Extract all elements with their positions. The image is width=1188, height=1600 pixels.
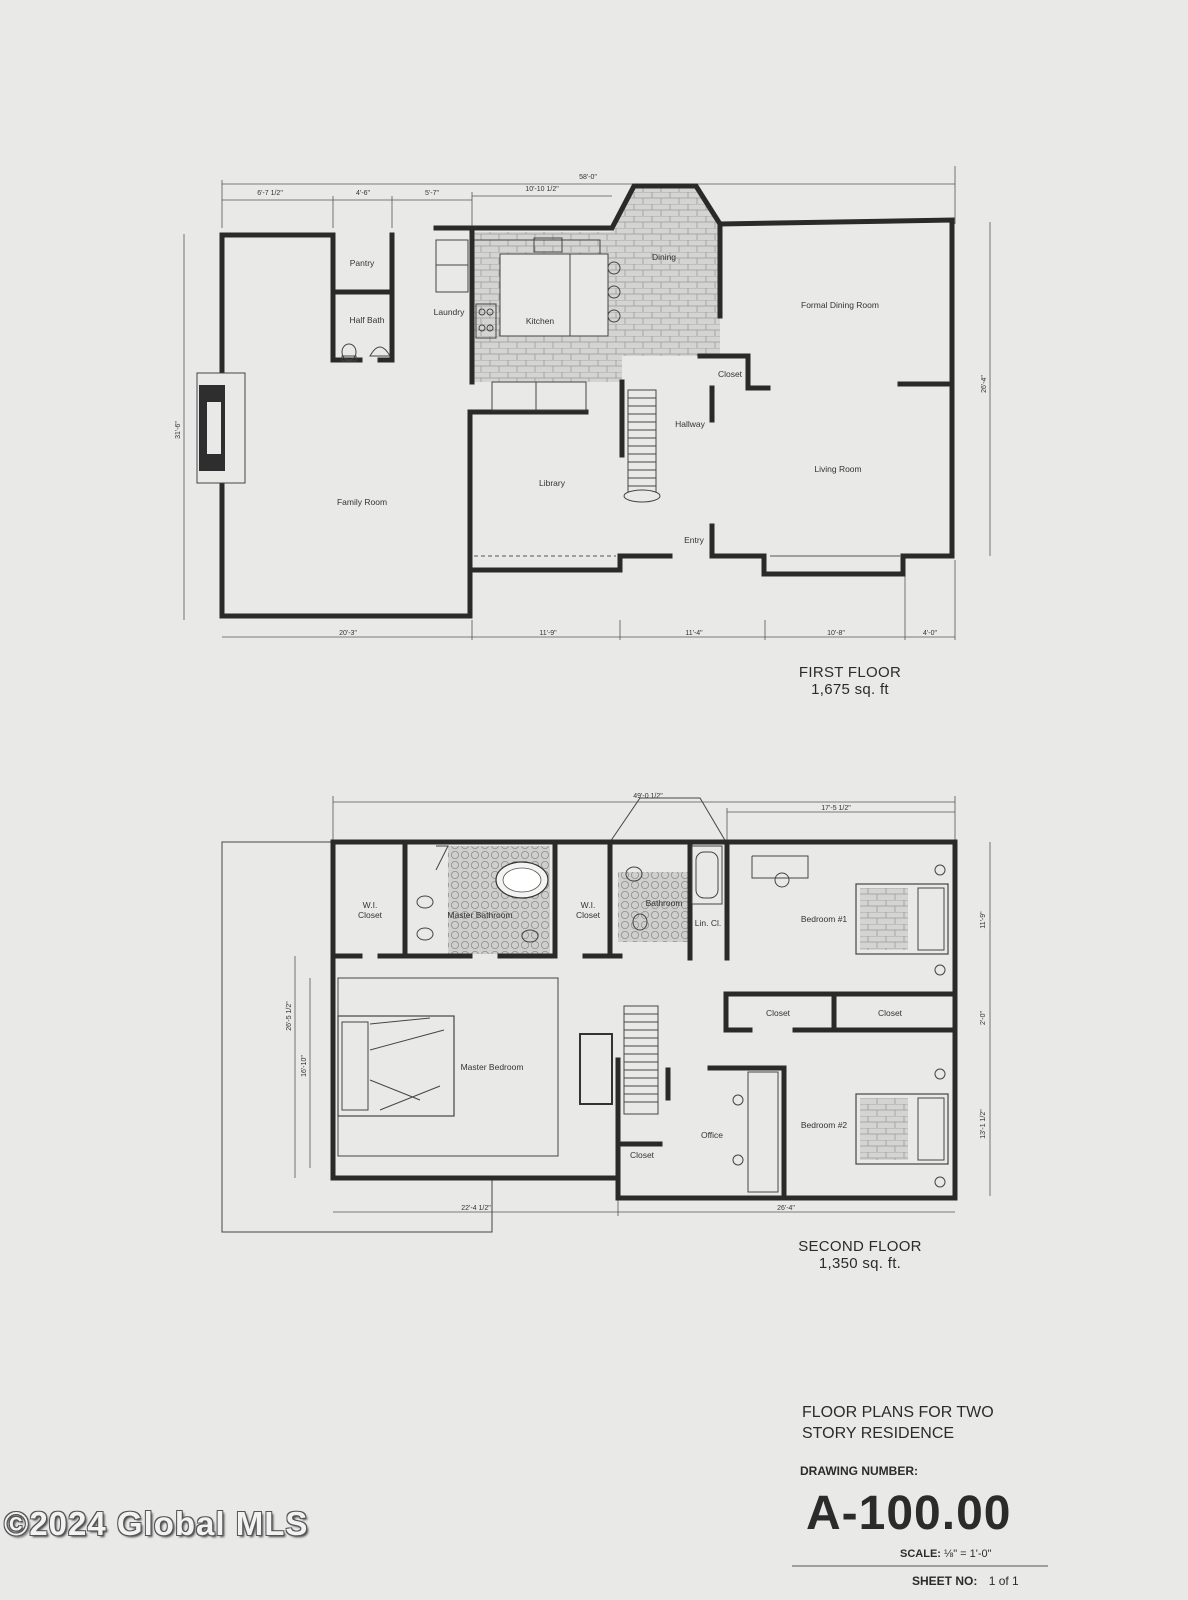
label-wi-closet-2: W.I.Closet bbox=[576, 900, 601, 920]
label-formal-dining-room: Formal Dining Room bbox=[801, 300, 879, 310]
drawing-title-line2: STORY RESIDENCE bbox=[802, 1425, 955, 1442]
scale-value: ⅛" = 1'-0" bbox=[944, 1548, 992, 1560]
sheet-label: SHEET NO: bbox=[912, 1574, 978, 1588]
label-living-room: Living Room bbox=[814, 464, 861, 474]
first-floor-top-dimensions bbox=[221, 166, 956, 228]
second-floor-dim-left-inner: 16'-10" bbox=[301, 1055, 308, 1077]
first-floor-area: 1,675 sq. ft bbox=[811, 681, 889, 698]
kitchen-fixtures bbox=[435, 237, 621, 411]
second-floor-dim-right2: 2'-0" bbox=[980, 1011, 987, 1025]
second-floor-dim-bottom1: 22'-4 1/2" bbox=[461, 1205, 491, 1212]
label-closet-c: Closet bbox=[630, 1150, 655, 1160]
first-floor-plan: 58'-0" 6'-7 1/2" 4'-6" 5'-7" 10'-10 1/2"… bbox=[175, 166, 991, 640]
label-dining: Dining bbox=[652, 252, 676, 262]
label-pantry: Pantry bbox=[350, 258, 375, 268]
second-floor-dim-top-right: 17'-5 1/2" bbox=[821, 805, 851, 812]
sheet-value: 1 of 1 bbox=[988, 1574, 1019, 1588]
drawing-title-line1: FLOOR PLANS FOR TWO bbox=[802, 1404, 994, 1421]
copyright-watermark: ©2024 Global MLS bbox=[4, 1505, 309, 1542]
second-floor-area: 1,350 sq. ft. bbox=[818, 1255, 902, 1272]
first-floor-left-height: 31'-6" bbox=[175, 421, 182, 439]
label-entry: Entry bbox=[684, 535, 705, 545]
scale-row: SCALE: ⅛" = 1'-0" bbox=[900, 1548, 992, 1560]
second-floor-dim-right3: 13'-1 1/2" bbox=[980, 1109, 987, 1139]
label-half-bath: Half Bath bbox=[350, 315, 385, 325]
label-lin-cl: Lin. Cl. bbox=[695, 918, 721, 928]
label-bedroom1: Bedroom #1 bbox=[801, 914, 848, 924]
first-floor-caption: FIRST FLOOR 1,675 sq. ft bbox=[770, 664, 930, 698]
first-floor-dim-top4: 10'-10 1/2" bbox=[525, 186, 559, 193]
drawing-title: FLOOR PLANS FOR TWO STORY RESIDENCE bbox=[802, 1402, 994, 1444]
second-floor-dim-left-outer: 26'-5 1/2" bbox=[286, 1001, 293, 1031]
label-closet-b: Closet bbox=[878, 1008, 903, 1018]
label-family-room: Family Room bbox=[337, 497, 387, 507]
label-laundry: Laundry bbox=[434, 307, 465, 317]
first-floor-dim-bottom1: 20'-3" bbox=[339, 630, 357, 637]
drawing-number-label: DRAWING NUMBER: bbox=[800, 1464, 918, 1478]
half-bath-fixtures bbox=[341, 343, 391, 362]
second-floor-walls bbox=[330, 839, 958, 1201]
first-floor-walls bbox=[219, 183, 955, 619]
sheet-row: SHEET NO: 1 of 1 bbox=[912, 1574, 1019, 1588]
label-bathroom: Bathroom bbox=[646, 898, 683, 908]
first-floor-dim-top1: 6'-7 1/2" bbox=[257, 190, 283, 197]
first-floor-title: FIRST FLOOR bbox=[798, 664, 902, 681]
second-floor-plan: 49'-0 1/2" 17'-5 1/2" 26'-5 1/2" 16'-10"… bbox=[221, 793, 991, 1233]
label-master-bathroom: Master Bathroom bbox=[447, 910, 512, 920]
label-wi-closet-1: W.I.Closet bbox=[358, 900, 383, 920]
master-bath-fixtures bbox=[416, 845, 549, 943]
second-floor-title: SECOND FLOOR bbox=[798, 1238, 922, 1255]
second-floor-caption: SECOND FLOOR 1,350 sq. ft. bbox=[770, 1238, 950, 1272]
second-floor-dim-bottom2: 26'-4" bbox=[777, 1205, 795, 1212]
second-floor-dim-right1: 11'-9" bbox=[980, 911, 987, 929]
label-kitchen: Kitchen bbox=[526, 316, 555, 326]
first-floor-dim-bottom2: 11'-9" bbox=[539, 630, 557, 637]
first-floor-stairs bbox=[623, 389, 661, 503]
first-floor-dim-top2: 4'-6" bbox=[356, 190, 370, 197]
bathroom-fixtures bbox=[625, 845, 723, 931]
first-floor-dim-bottom3: 11'-4" bbox=[685, 630, 703, 637]
label-closet-first-floor: Closet bbox=[718, 369, 743, 379]
first-floor-dim-bottom5: 4'-0" bbox=[923, 630, 937, 637]
second-floor-total-width: 49'-0 1/2" bbox=[633, 793, 663, 800]
first-floor-dim-bottom4: 10'-8" bbox=[827, 630, 845, 637]
office-desk bbox=[732, 1071, 779, 1193]
first-floor-right-height: 26'-4" bbox=[981, 375, 988, 393]
fireplace bbox=[196, 372, 246, 484]
drawing-number: A-100.00 bbox=[806, 1487, 1012, 1540]
label-master-bedroom: Master Bedroom bbox=[461, 1062, 524, 1072]
scale-label: SCALE: bbox=[900, 1548, 941, 1560]
master-bed bbox=[337, 977, 559, 1157]
first-floor-dim-top3: 5'-7" bbox=[425, 190, 439, 197]
first-floor-total-width: 58'-0" bbox=[579, 174, 597, 181]
bedroom2-bed bbox=[855, 1068, 949, 1188]
label-closet-a: Closet bbox=[766, 1008, 791, 1018]
master-bathroom-tile-floor bbox=[448, 846, 550, 954]
label-library: Library bbox=[539, 478, 566, 488]
label-office: Office bbox=[701, 1130, 723, 1140]
bedroom1-bed bbox=[751, 855, 949, 976]
bathroom-tile-floor bbox=[618, 872, 688, 942]
second-floor-stairs bbox=[579, 1005, 659, 1115]
label-bedroom2: Bedroom #2 bbox=[801, 1120, 848, 1130]
label-hallway: Hallway bbox=[675, 419, 706, 429]
